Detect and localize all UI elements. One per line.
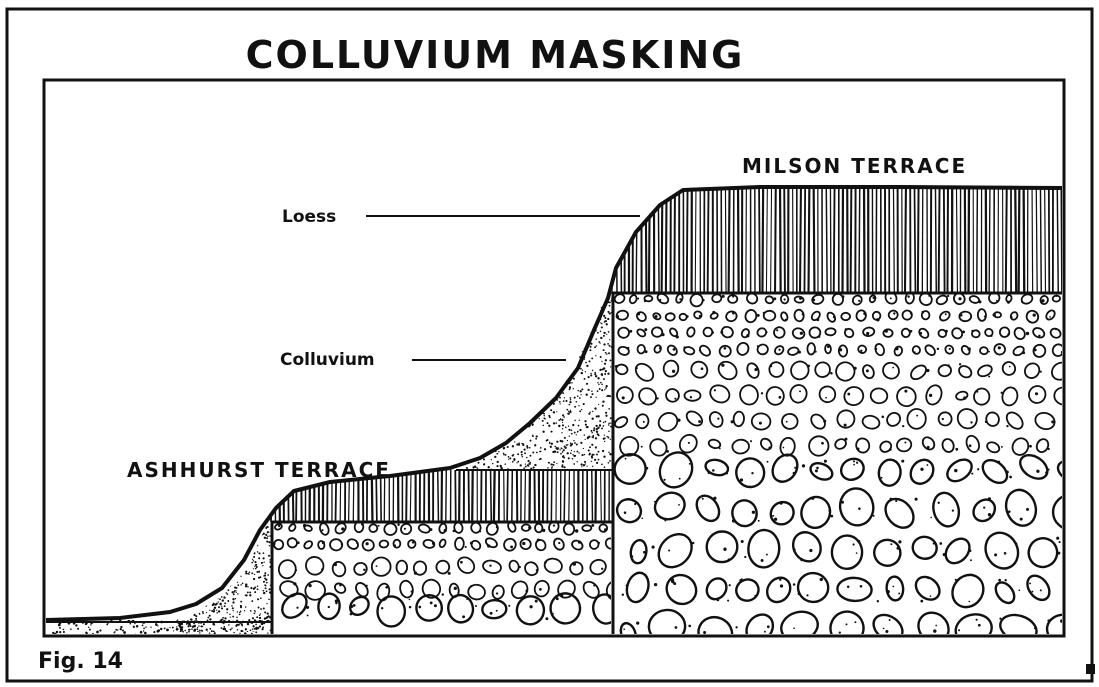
loess-layer-upper <box>612 180 1062 296</box>
colluvium-upper-stipple <box>455 289 615 473</box>
gravel-ashhurst <box>273 520 629 627</box>
loess-label: Loess <box>282 209 336 226</box>
ashhurst-terrace-label: ASHHURST TERRACE <box>127 460 391 480</box>
figure-number: Fig. 14 <box>38 651 123 673</box>
corner-mark <box>1086 664 1095 674</box>
gravel-milson <box>612 290 1091 654</box>
milson-terrace-label: MILSON TERRACE <box>742 156 967 176</box>
diagram-title: COLLUVIUM MASKING <box>0 36 990 74</box>
colluvium-label: Colluvium <box>280 352 375 369</box>
